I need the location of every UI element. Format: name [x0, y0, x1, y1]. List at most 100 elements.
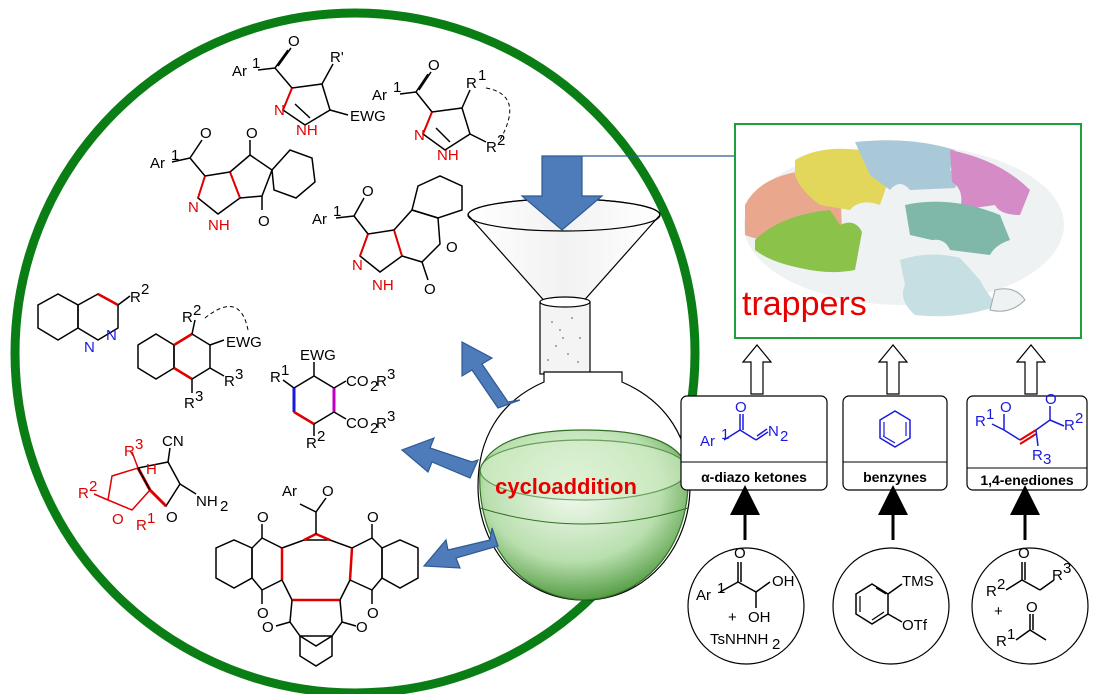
precursor-circle-benzyne: TMS OTf [832, 547, 950, 665]
reagent-name-diazo: α-diazo ketones [701, 469, 807, 485]
oxygen-label: O [1045, 391, 1057, 408]
precursor-circle-diazo: O Ar 1 OH OH + TsNHNH 2 [687, 545, 805, 665]
oxygen-label: O [322, 483, 334, 500]
oxygen-label: O [424, 281, 436, 298]
r1-sup: 1 [147, 510, 155, 527]
r1-label: R [270, 369, 281, 386]
ar-label: Ar [282, 483, 297, 500]
oxygen-label: O [362, 183, 374, 200]
black-arrows [730, 485, 1040, 540]
h-label: H [146, 461, 157, 478]
r1-sup: 1 [986, 406, 994, 423]
oxygen-label: O [257, 509, 269, 526]
scope-circle [10, 8, 700, 694]
co2r3-sup: 3 [387, 366, 395, 383]
product-benzene-diester: EWG R 1 CO 2 R 3 CO 2 R 3 R 2 [270, 347, 395, 452]
arrow-to-benzene [461, 341, 521, 409]
oxygen-label: O [367, 509, 379, 526]
r1-sup: 1 [1007, 626, 1015, 643]
reagent-box-diazo: O Ar 1 N 2 α-diazo ketones [680, 395, 828, 491]
otf-label: OTf [902, 617, 928, 634]
r1-label: R [466, 75, 477, 92]
ar1-sup: 1 [333, 203, 341, 220]
cycloaddition-label: cycloaddition [495, 474, 637, 499]
reagent-name-enedione: 1,4-enediones [980, 472, 1074, 488]
co2r3-r: R [376, 373, 387, 390]
r2-sup: 2 [1075, 410, 1083, 427]
r2-label: R [486, 139, 497, 156]
co2r3-sub: 2 [370, 378, 378, 395]
oxygen-label: O [1000, 399, 1012, 416]
reagent-name-benzyne: benzynes [863, 469, 927, 485]
ewg-label: EWG [300, 347, 336, 364]
oxygen-label: O [257, 605, 269, 622]
oxygen-label: O [367, 605, 379, 622]
oxygen-label: O [356, 619, 368, 636]
ar1-label: Ar [696, 587, 711, 604]
co2r3-label: CO [346, 415, 369, 432]
r1-label: R [996, 633, 1007, 650]
oxygen-label: O [1026, 599, 1038, 616]
ar1-sup: 1 [252, 55, 260, 72]
nh-label: NH [296, 122, 318, 139]
r3-label: R [1032, 447, 1043, 464]
reagent-box-benzyne: benzynes [842, 395, 948, 491]
hollow-arrows [741, 344, 1047, 395]
ar1-label: Ar [150, 155, 165, 172]
arrow-to-naphthalene [400, 436, 480, 479]
r2-label: R [1064, 417, 1075, 434]
ar1-sup: 1 [393, 79, 401, 96]
n-label: N [106, 327, 117, 344]
r2-sup: 2 [497, 132, 505, 149]
arrow-to-tropone [422, 527, 499, 569]
product-cinnoline: R 2 N N [37, 281, 149, 356]
r2-label: R [986, 583, 997, 600]
oxygen-label: O [446, 239, 458, 256]
r2-sup: 2 [89, 478, 97, 495]
plus-label: + [994, 603, 1003, 620]
r2-label: R [78, 485, 89, 502]
rprime-label: R' [330, 49, 344, 66]
oh-label: OH [748, 609, 771, 626]
r1-label: R [975, 413, 986, 430]
nh-label: NH [208, 217, 230, 234]
nh-label: NH [372, 277, 394, 294]
ewg-label: EWG [226, 334, 262, 351]
arrow-from-trappers [520, 155, 735, 231]
reagent-box-enedione: O O R 1 R 2 R 3 1,4-enediones [966, 391, 1088, 491]
r2-label: R [306, 435, 317, 452]
product-furofuran: R 3 R 2 H O R 1 O CN NH 2 [78, 433, 228, 534]
r2-sup: 2 [193, 302, 201, 319]
ar1-sup: 1 [171, 147, 179, 164]
ar1-label: Ar [232, 63, 247, 80]
trappers-label: trappers [742, 285, 867, 323]
product-tropone-bisquinone: Ar O O O O O O O [215, 483, 419, 667]
oxygen-label: O [200, 125, 212, 142]
n-label: N [414, 127, 425, 144]
r2-label: R [182, 309, 193, 326]
oxygen-label: O [246, 125, 258, 142]
co2r3-sub: 2 [370, 420, 378, 437]
n2-sub: 2 [780, 428, 788, 445]
tms-label: TMS [902, 573, 934, 590]
co2r3-sup: 3 [387, 408, 395, 425]
r1-sup: 1 [478, 67, 486, 84]
oxygen-label: O [1018, 545, 1030, 562]
tsnhnh2-label: TsNHNH [710, 631, 768, 648]
ar1-sup: 1 [721, 426, 729, 443]
nh-label: NH [437, 147, 459, 164]
oh-label: OH [772, 573, 795, 590]
r3-sup: 3 [135, 436, 143, 453]
r2-sup: 2 [997, 576, 1005, 593]
precursor-circle-enedione: O O R 2 R 3 + R 1 [971, 545, 1089, 665]
r3-sup: 3 [1063, 560, 1071, 577]
co2r3-r: R [376, 415, 387, 432]
product-pyrazole-2: O Ar 1 R 1 R 2 N NH [372, 57, 511, 164]
n-label: N [84, 339, 95, 356]
ar1-label: Ar [312, 211, 327, 228]
oxygen-label: O [262, 619, 274, 636]
oxygen-label: O [258, 213, 270, 230]
r3-sub: 3 [1043, 451, 1051, 468]
product-naphthalene: R 2 EWG R 3 R 3 [137, 302, 262, 412]
